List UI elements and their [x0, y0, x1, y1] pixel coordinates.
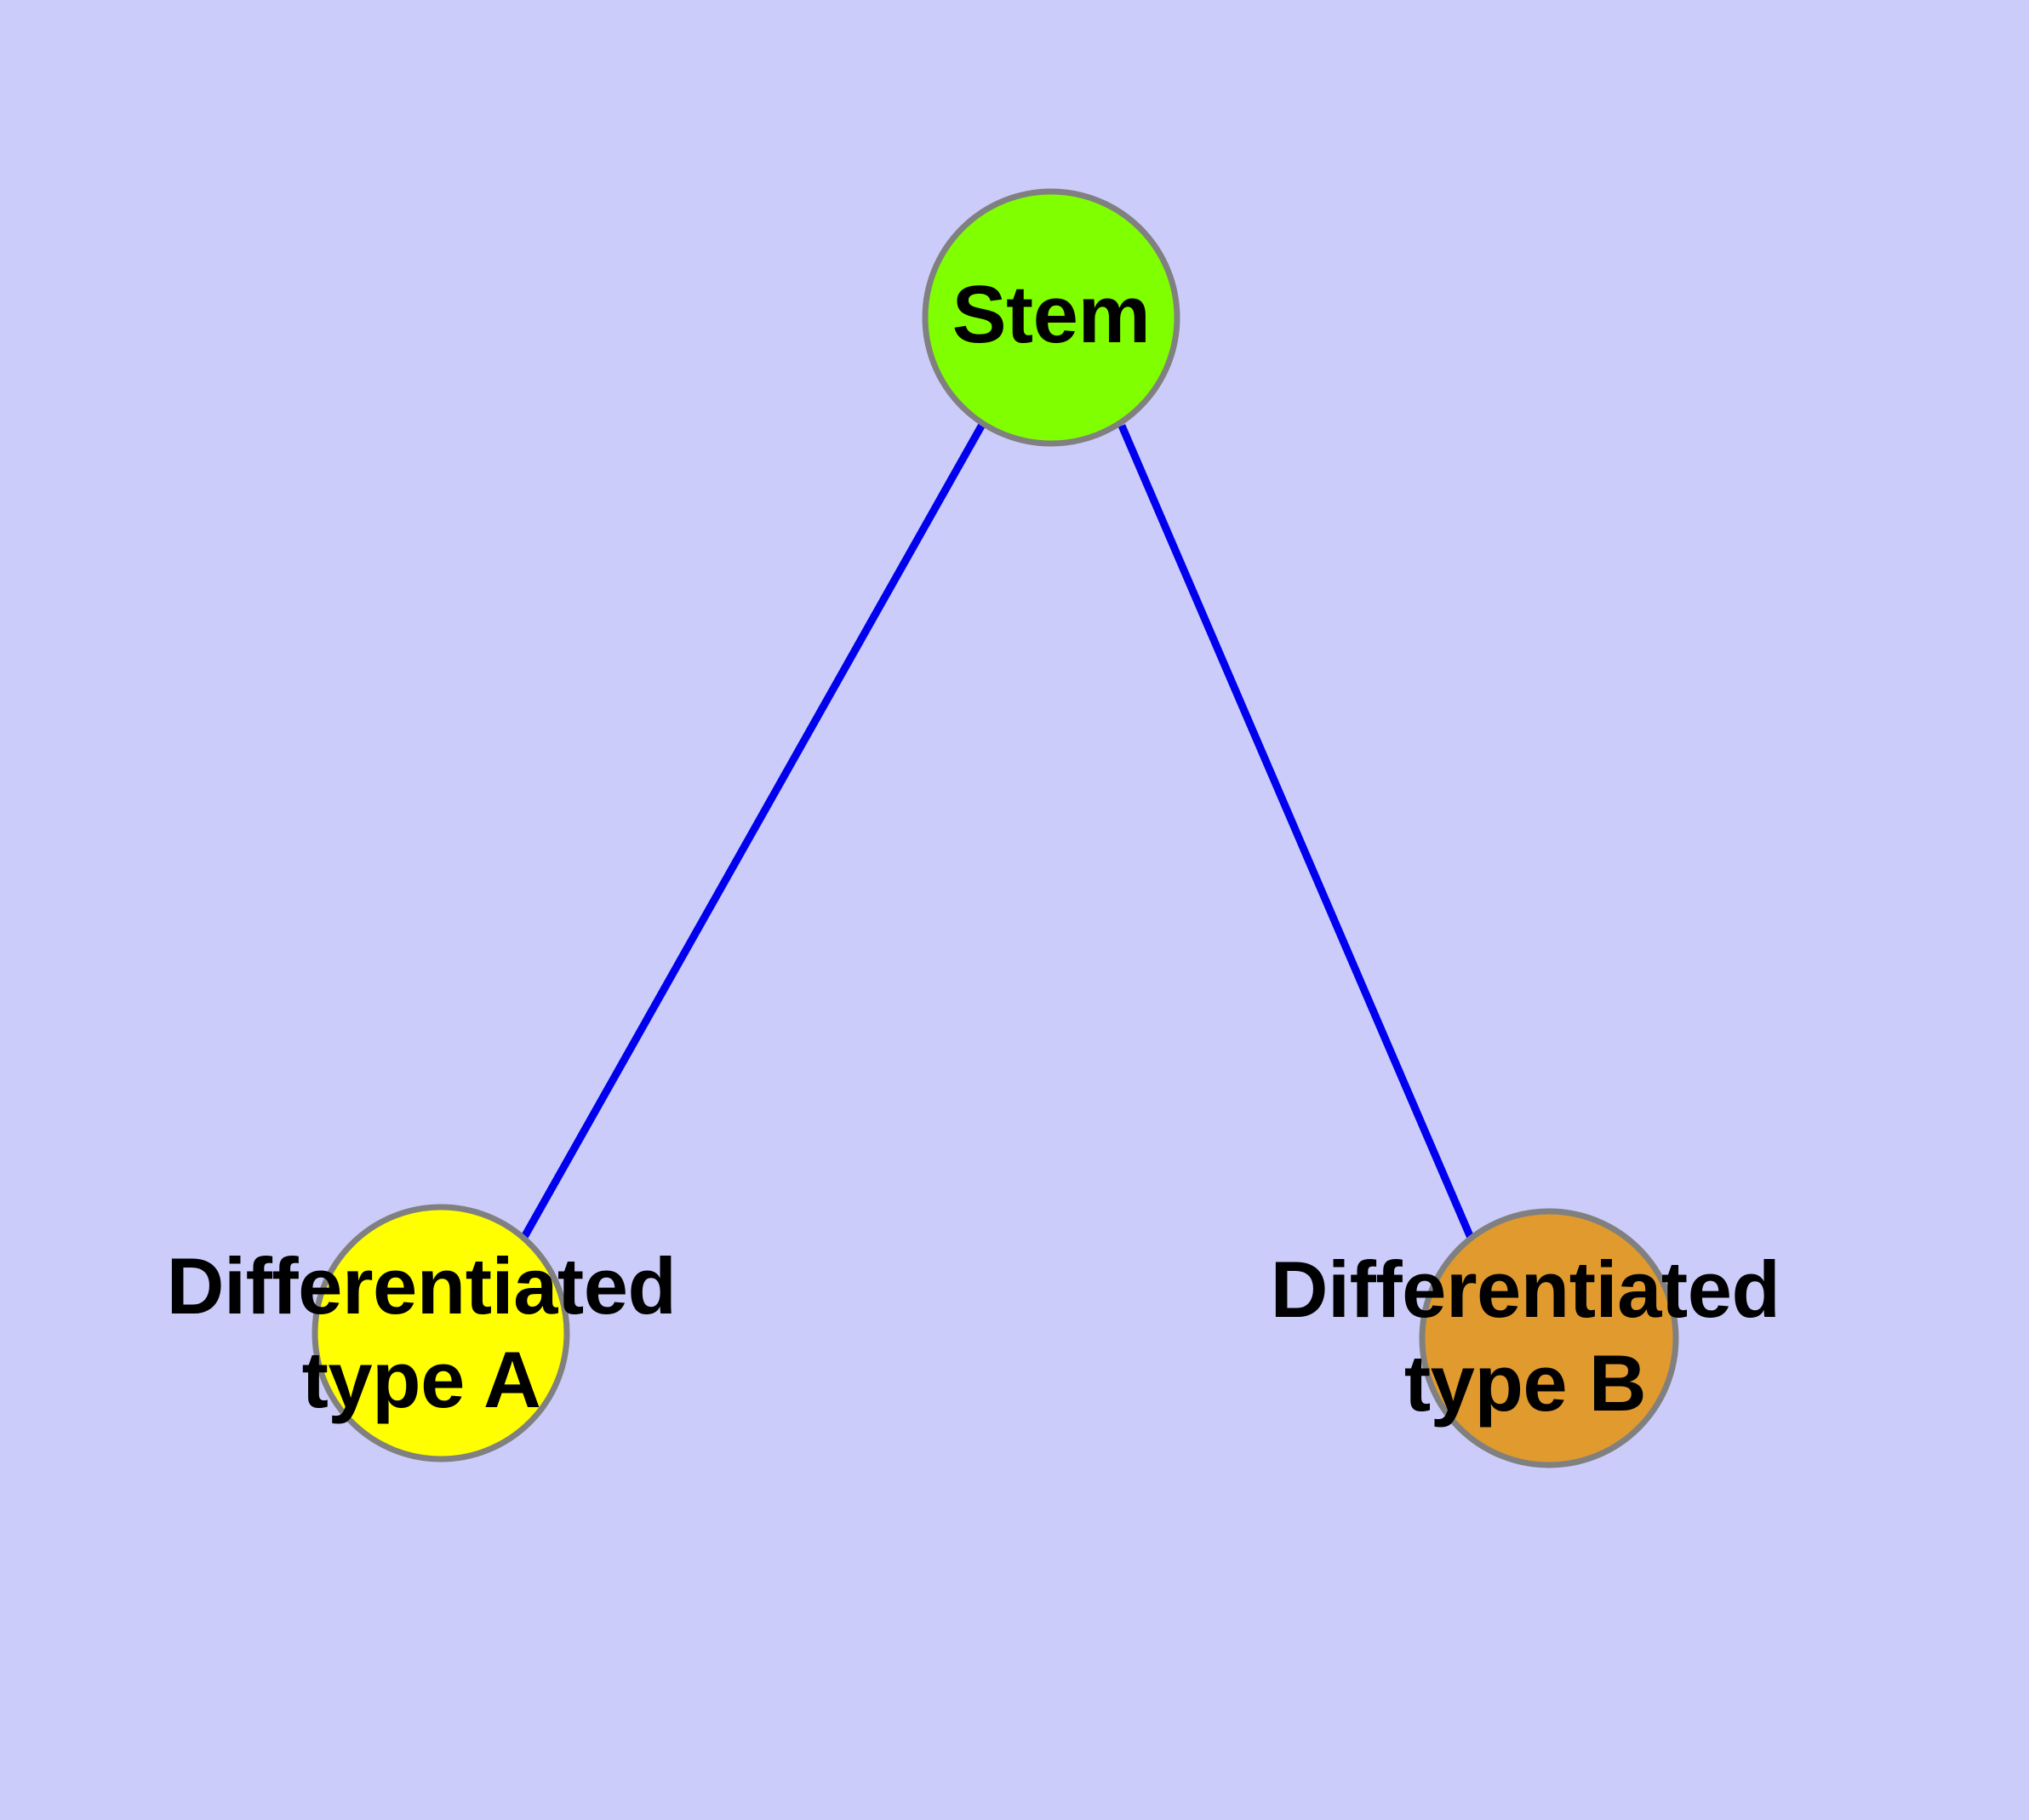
- edge-stem-to-diff-a: [520, 421, 986, 1241]
- edge-stem-to-diff-b: [1117, 424, 1477, 1245]
- node-differentiated-type-a[interactable]: [311, 1204, 570, 1462]
- node-differentiated-type-b[interactable]: [1419, 1208, 1679, 1468]
- node-stem[interactable]: [922, 188, 1180, 447]
